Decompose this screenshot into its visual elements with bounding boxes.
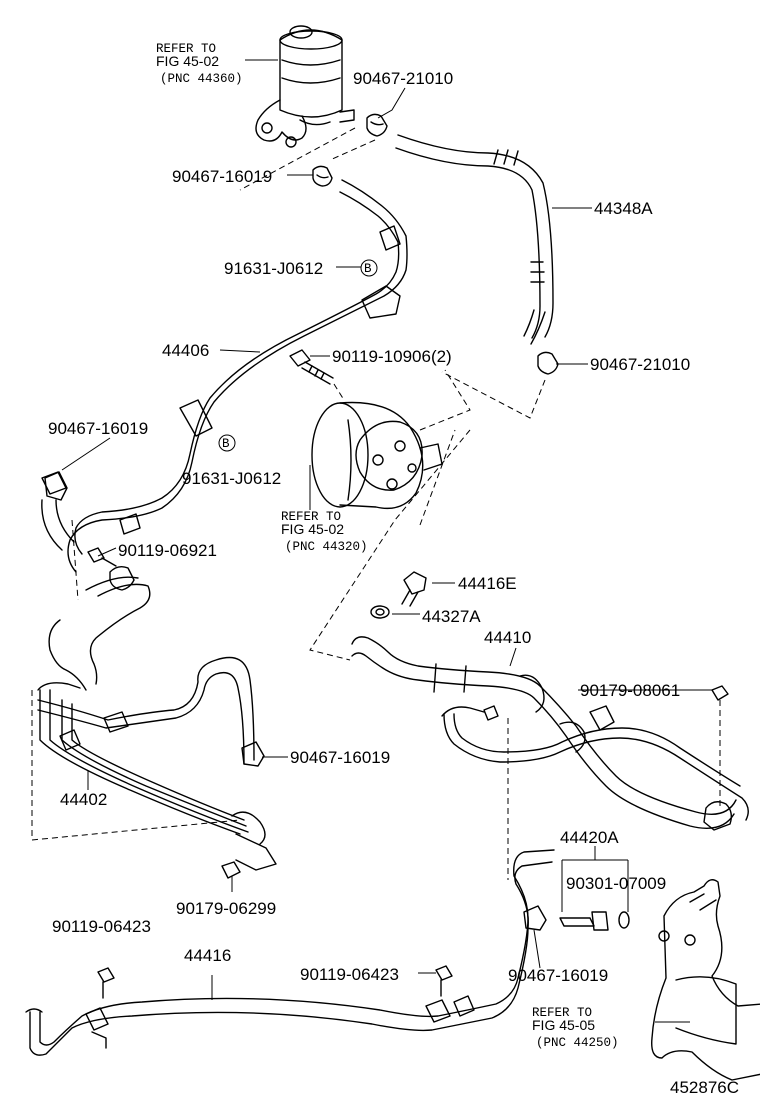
label-90119-06921: 90119-06921 [118,541,217,560]
bolt-06423-left[interactable] [97,967,115,999]
bolt-10906[interactable] [289,349,334,385]
return-hose-44348A[interactable] [395,134,554,345]
label-44420A: 44420A [560,828,619,847]
label-90119-06423-right: 90119-06423 [300,965,399,984]
label-91631-J0612-top: 91631-J0612 [224,259,323,278]
gasket-44327A[interactable] [370,605,390,619]
reservoir-tank [255,25,355,148]
marker-b-top: B [360,259,378,277]
label-90467-16019-bottom: 90467-16019 [508,966,608,985]
nut-06299[interactable] [221,861,241,879]
clamp-16019-mid[interactable] [241,741,265,767]
svg-text:(PNC 44250): (PNC 44250) [536,1036,619,1050]
svg-text:FIG 45-05: FIG 45-05 [532,1017,595,1033]
diagram-id: 452876C [670,1078,739,1097]
bolt-06423-right[interactable] [435,965,453,997]
oil-cooler-tube-44402[interactable] [37,656,277,871]
label-90467-16019-top: 90467-16019 [172,167,272,186]
label-90179-06299: 90179-06299 [176,899,276,918]
svg-text:B: B [222,437,230,451]
ref-pump: REFER TO FIG 45-02 (PNC 44320) [281,510,368,554]
power-steering-pump [311,401,443,510]
svg-text:(PNC 44360): (PNC 44360) [160,72,243,86]
label-44410: 44410 [484,628,531,647]
hose-clamp-21010-top[interactable] [366,113,388,137]
svg-text:REFER TO: REFER TO [532,1006,592,1020]
label-90119-10906: 90119-10906(2) [332,347,452,366]
svg-text:(PNC 44320): (PNC 44320) [285,540,368,554]
clamp-16019-left[interactable] [44,471,68,501]
label-90119-06423-left: 90119-06423 [52,917,151,936]
return-tube-44416[interactable] [25,849,555,1056]
label-90467-21010-top: 90467-21010 [353,69,453,88]
ref-gear: REFER TO FIG 45-05 (PNC 44250) [532,1006,619,1050]
label-44402: 44402 [60,790,107,809]
svg-text:REFER TO: REFER TO [156,42,216,56]
label-90467-16019-left: 90467-16019 [48,419,148,438]
svg-text:B: B [364,262,372,276]
label-90179-08061: 90179-08061 [580,681,680,700]
label-44327A: 44327A [422,607,481,626]
leader-lines [61,59,712,1023]
label-90301-07009: 90301-07009 [566,874,666,893]
union-44420A[interactable] [559,911,630,931]
label-44348A: 44348A [594,199,653,218]
hose-clamp-21010-right[interactable] [537,351,559,375]
label-90467-21010-right: 90467-21010 [590,355,690,374]
bolt-06921[interactable] [87,547,117,567]
ref-reservoir: REFER TO FIG 45-02 (PNC 44360) [156,42,243,86]
pressure-tube-44406[interactable] [41,179,408,573]
svg-text:FIG 45-02: FIG 45-02 [281,521,344,537]
label-44416E: 44416E [458,574,517,593]
svg-text:FIG 45-02: FIG 45-02 [156,53,219,69]
cooler-bracket-upper[interactable] [48,565,151,691]
nut-08061[interactable] [711,685,729,701]
hose-clamp-16019-top[interactable] [312,165,333,187]
marker-b-mid: B [218,434,236,452]
label-44406: 44406 [162,341,209,360]
hose-left-upper[interactable] [41,499,75,551]
label-91631-J0612-mid: 91631-J0612 [182,469,281,488]
label-90467-16019-mid: 90467-16019 [290,748,390,767]
pressure-tube-44410[interactable] [351,636,749,831]
clamp-16019-bottom[interactable] [523,905,547,931]
svg-text:REFER TO: REFER TO [281,510,341,524]
steering-gear [651,879,760,1081]
union-bolt-44416E[interactable] [401,571,427,607]
label-44416: 44416 [184,946,231,965]
